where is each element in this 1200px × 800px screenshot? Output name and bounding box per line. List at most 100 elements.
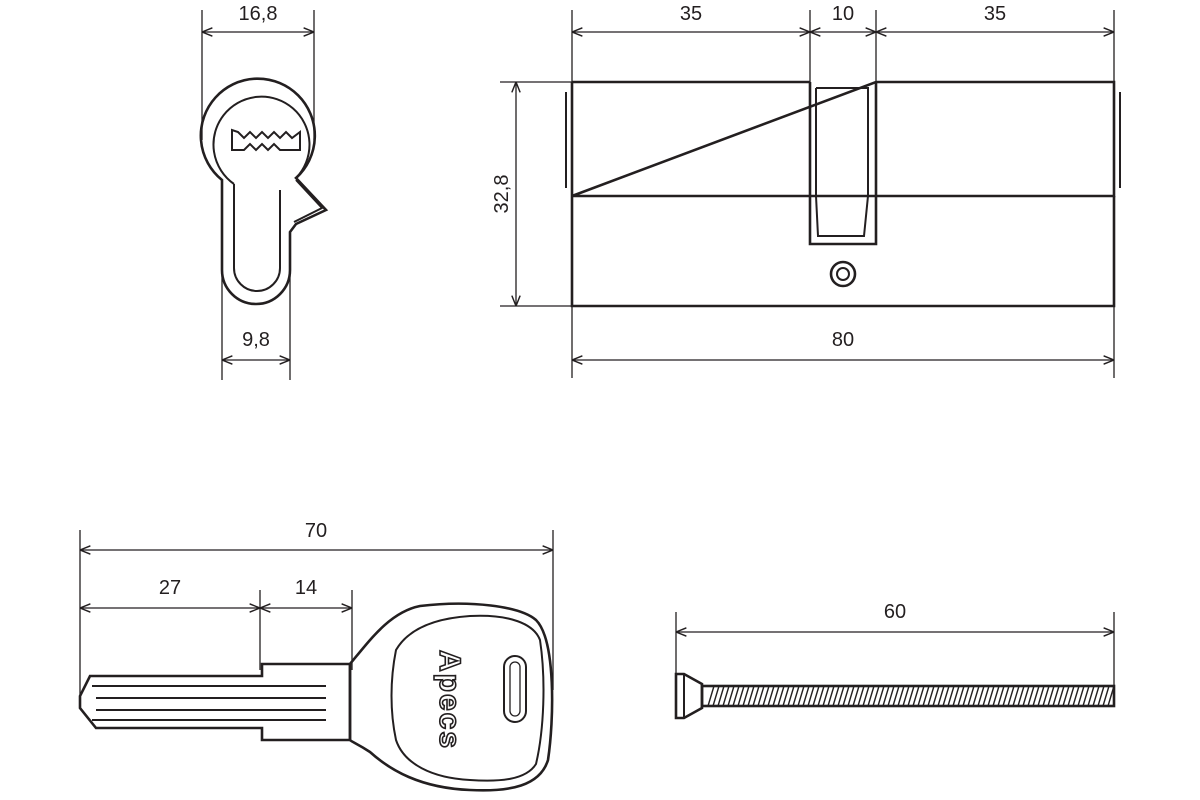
screw-thread-line [1082,685,1090,707]
screw-thread-line [1092,685,1100,707]
screw-thread-line [962,685,970,707]
screw-thread-line [1017,685,1025,707]
screw-thread-line [707,685,715,707]
screw-thread-line [727,685,735,707]
screw-thread-line [832,685,840,707]
screw-thread-line [837,685,845,707]
screw-thread-line [992,685,1000,707]
screw-thread-line [967,685,975,707]
screw-thread-line [867,685,875,707]
key-shoulder-length-label: 14 [295,577,317,599]
screw-thread-line [1032,685,1040,707]
cylinder-end-caps [565,92,1121,188]
screw-thread-line [937,685,945,707]
screw-thread-line [1097,685,1105,707]
screw-thread-line [912,685,920,707]
screw-thread-line [882,685,890,707]
side-left-half-label: 35 [680,3,702,25]
cam-slot [808,82,878,246]
screw-length-label: 60 [884,601,906,623]
key-ring-hole-inner [509,661,521,717]
cylinder-body-lower [570,196,1116,308]
screw-thread-line [737,685,745,707]
screw-thread-line [952,685,960,707]
screw-thread-line [922,685,930,707]
screw-thread-line [902,685,910,707]
screw-thread-line [842,685,850,707]
screw-thread-line [782,685,790,707]
screw-thread-line [1007,685,1015,707]
screw-thread-line [722,685,730,707]
keyway-icon [231,128,301,152]
screw-thread-line [862,685,870,707]
screw-thread-line [872,685,880,707]
screw-thread-line [897,685,905,707]
screw-thread-line [1107,685,1115,707]
key-blade-grooves [92,685,326,721]
key-blade [78,662,352,742]
screw-thread-line [817,685,825,707]
side-total-length-label: 80 [832,329,854,351]
screw-thread-line [822,685,830,707]
screw-thread-line [1022,685,1030,707]
screw-thread-line [712,685,720,707]
screw-thread-line [757,685,765,707]
screw-thread-line [1037,685,1045,707]
cylinder-profile-outline [199,77,329,306]
key-ring-hole-icon [503,655,527,723]
screw-thread-line [977,685,985,707]
front-width-label: 16,8 [239,3,278,25]
key-head-inner [390,614,545,782]
screw-thread-line [892,685,900,707]
screw-thread-line [1002,685,1010,707]
screw-thread-line [772,685,780,707]
side-middle-label: 10 [832,3,854,25]
screw-thread-line [857,685,865,707]
screw-thread-line [987,685,995,707]
screw-thread-line [777,685,785,707]
cam-slot-inner [815,87,869,237]
screw-thread-line [917,685,925,707]
screw-thread-line [787,685,795,707]
screw-thread-line [927,685,935,707]
screw-thread-line [827,685,835,707]
screw-thread-line [852,685,860,707]
screw-thread-line [972,685,980,707]
screw-thread-line [1077,685,1085,707]
cylinder-body-upper [571,80,1116,198]
key-brand-logo: Apecs [433,650,466,750]
screw-thread-line [802,685,810,707]
key-blade-length-label: 27 [159,577,181,599]
screw-thread-line [1057,685,1065,707]
screw-thread-line [792,685,800,707]
screw-thread-line [877,685,885,707]
screw-thread-line [957,685,965,707]
fixing-screw-hole-icon [829,260,857,288]
screw-thread-line [807,685,815,707]
screw-thread-line [997,685,1005,707]
side-view: 35 10 35 32,8 80 [491,3,1121,378]
screw-thread-line [947,685,955,707]
key-head [348,602,554,792]
screw-thread-line [797,685,805,707]
cam-lever [293,179,324,223]
screw-thread-line [1042,685,1050,707]
key-total-length-label: 70 [305,520,327,542]
screw-thread-line [767,685,775,707]
screw-thread-line [1102,685,1110,707]
screw-thread-line [907,685,915,707]
screw-thread-line [747,685,755,707]
screw-thread-line [1052,685,1060,707]
screw-thread-line [932,685,940,707]
screw-thread-line [847,685,855,707]
side-height-label: 32,8 [491,175,513,214]
front-view: 16,8 9,8 [199,3,329,380]
key-drawing: 70 27 14 Apecs [78,520,554,792]
screw-thread-line [1067,685,1075,707]
screw-thread-line [1087,685,1095,707]
screw-thread-line [762,685,770,707]
screw-thread-line [742,685,750,707]
screw-thread-line [887,685,895,707]
screw-thread-line [982,685,990,707]
